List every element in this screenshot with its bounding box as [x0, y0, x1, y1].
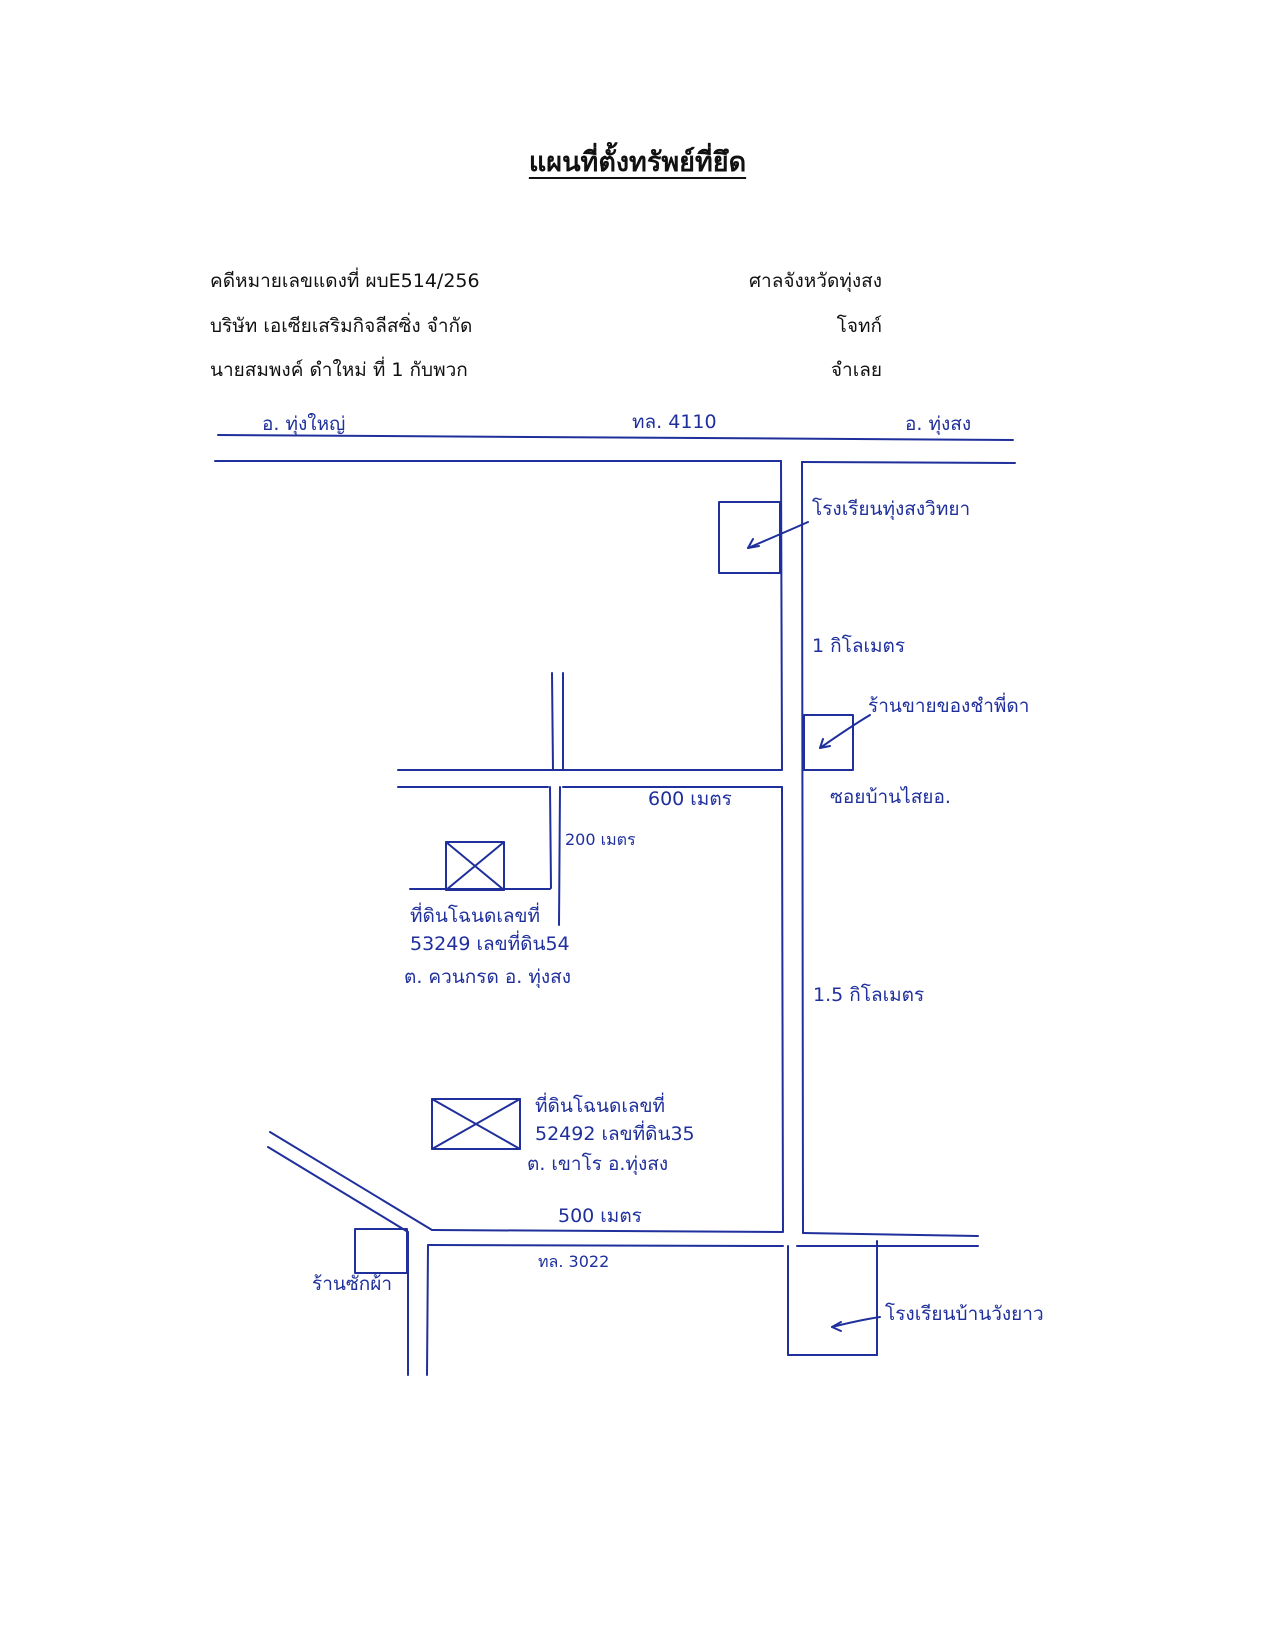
distance-600m-label: 600 เมตร [648, 788, 732, 810]
court-name: ศาลจังหวัดทุ่งสง [749, 270, 882, 292]
side-soi-road [397, 672, 783, 926]
highway-3022 [267, 1131, 979, 1376]
plot-2-line3: ต. เขาโร อ.ทุ่งสง [527, 1152, 668, 1176]
defendant-role: จำเลย [830, 359, 882, 381]
distance-1km-label: 1 กิโลเมตร [812, 634, 905, 657]
school-top-marker [718, 501, 809, 574]
land-plot-2-marker [431, 1098, 521, 1150]
school-bottom-marker [787, 1240, 881, 1356]
distance-15km-label: 1.5 กิโลเมตร [813, 983, 924, 1006]
highway-4110 [214, 434, 1016, 464]
highway-3022-label: ทล. 3022 [538, 1252, 609, 1271]
plaintiff-role: โจทก์ [836, 315, 882, 337]
document-title: แผนที่ตั้งทรัพย์ที่ยึด [528, 147, 747, 178]
school-bottom-label: โรงเรียนบ้านวังยาว [885, 1302, 1044, 1325]
direction-left-label: อ. ทุ่งใหญ่ [262, 413, 345, 436]
plot-2-line2: 52492 เลขที่ดิน35 [535, 1120, 695, 1145]
soi-label: ซอยบ้านไสยอ. [830, 786, 951, 808]
distance-500m-label: 500 เมตร [558, 1205, 642, 1227]
plot-1-line2: 53249 เลขที่ดิน54 [410, 930, 570, 955]
grocery-shop-marker [803, 714, 871, 771]
laundry-shop-label: ร้านซักผ้า [312, 1273, 392, 1295]
school-top-label: โรงเรียนทุ่งสงวิทยา [812, 497, 970, 521]
defendant-name: นายสมพงค์ ดำใหม่ ที่ 1 กับพวก [210, 359, 468, 381]
plot-1-line1: ที่ดินโฉนดเลขที่ [410, 902, 540, 927]
plot-2-line1: ที่ดินโฉนดเลขที่ [535, 1092, 665, 1117]
laundry-shop-marker [354, 1228, 408, 1274]
highway-4110-label: ทล. 4110 [632, 411, 717, 433]
plot-1-line3: ต. ควนกรด อ. ทุ่งสง [404, 966, 571, 989]
main-road [780, 460, 804, 1234]
grocery-shop-label: ร้านขายของชำพี่ดา [868, 692, 1029, 717]
plaintiff-name: บริษัท เอเซียเสริมกิจลีสซิ่ง จำกัด [210, 315, 473, 337]
case-number: คดีหมายเลขแดงที่ ผบE514/256 [210, 270, 480, 292]
distance-200m-label: 200 เมตร [565, 830, 636, 849]
land-plot-1-marker [409, 841, 551, 891]
direction-right-label: อ. ทุ่งสง [905, 413, 971, 436]
